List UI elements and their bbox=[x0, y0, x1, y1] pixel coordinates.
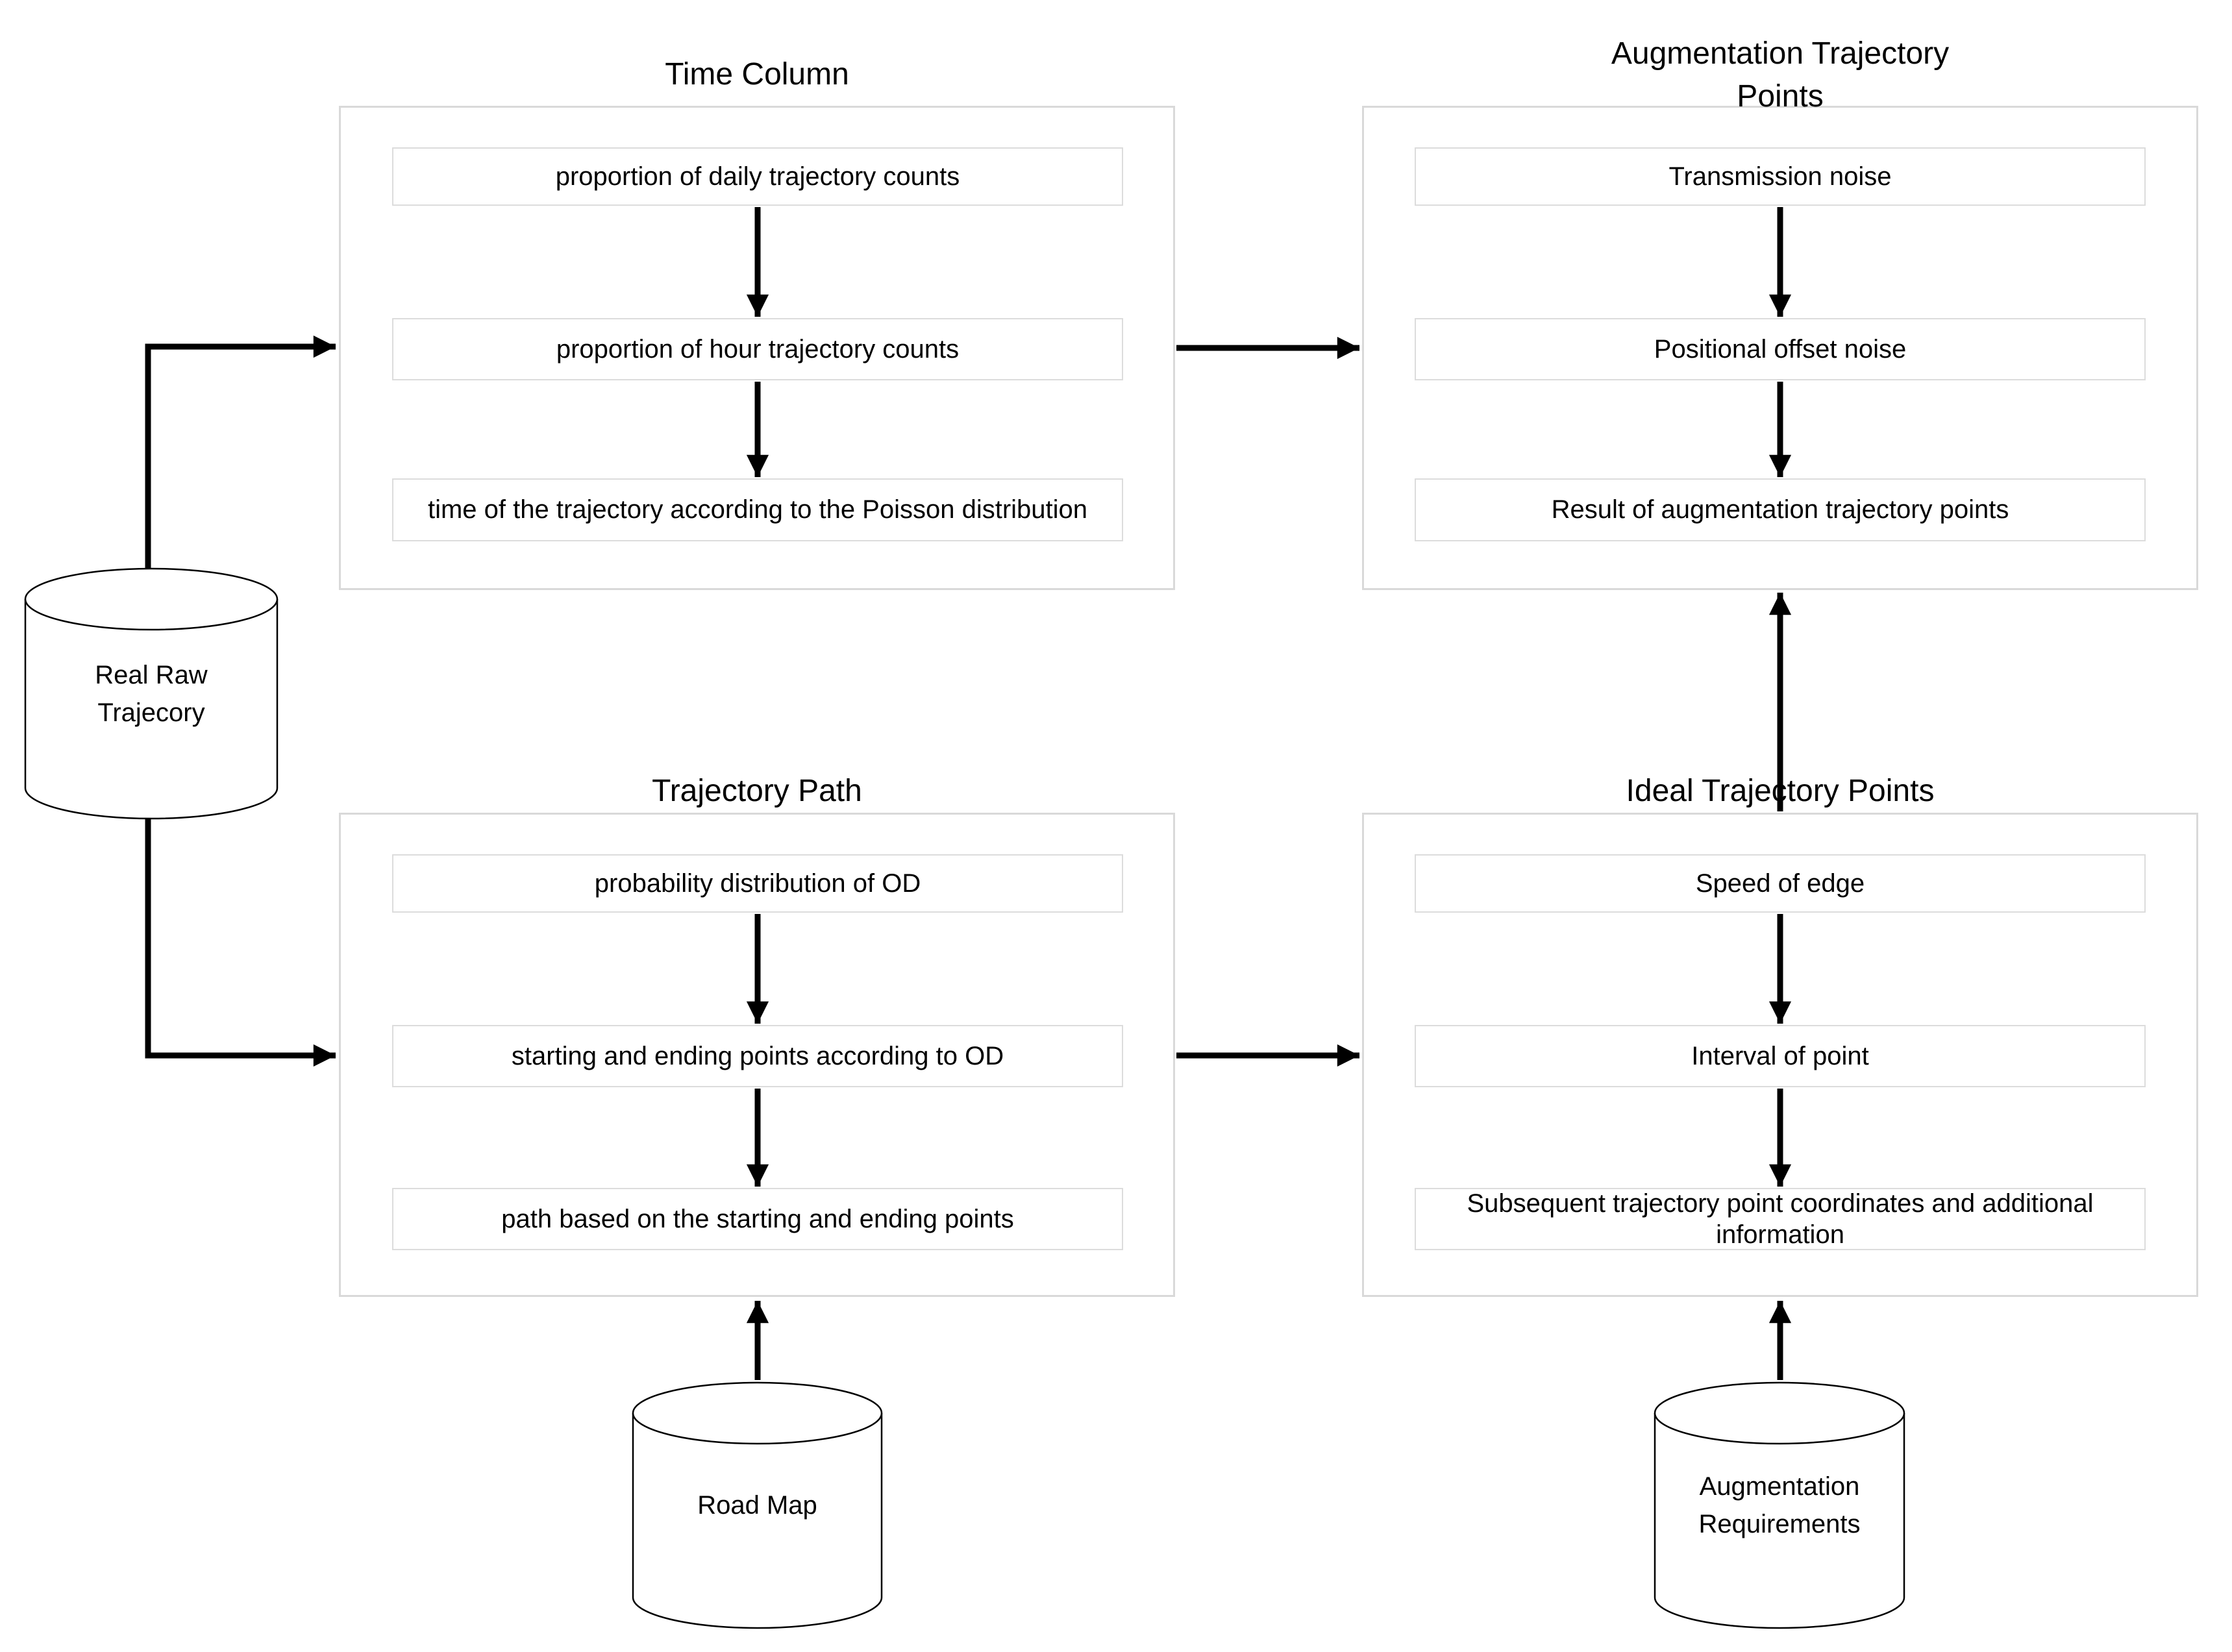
arrow-realraw-to-trajectory-path bbox=[145, 818, 336, 1067]
cyl-label-line: Augmentation bbox=[1699, 1472, 1860, 1501]
box-text: proportion of hour trajectory counts bbox=[556, 334, 960, 364]
box-path-based-on-points: path based on the starting and ending po… bbox=[392, 1188, 1123, 1250]
box-text: path based on the starting and ending po… bbox=[501, 1204, 1014, 1233]
title-trajectory-path: Trajectory Path bbox=[432, 770, 1082, 813]
box-proportion-daily-trajectory-counts: proportion of daily trajectory counts bbox=[392, 147, 1123, 206]
box-interval-of-point: Interval of point bbox=[1415, 1025, 2146, 1087]
cylinder-augmentation-requirements-label: Augmentation Requirements bbox=[1654, 1381, 1905, 1629]
box-text: Transmission noise bbox=[1668, 162, 1892, 191]
title-augmentation-trajectory-points: Augmentation Trajectory Points bbox=[1456, 32, 2105, 118]
box-time-of-trajectory-poisson: time of the trajectory according to the … bbox=[392, 478, 1123, 541]
cylinder-real-raw-trajectory-label: Real Raw Trajecory bbox=[24, 567, 279, 820]
arrow-realraw-to-time-column bbox=[145, 335, 336, 570]
cyl-label-line: Trajecory bbox=[97, 698, 205, 727]
box-positional-offset-noise: Positional offset noise bbox=[1415, 318, 2146, 380]
box-starting-ending-points-od: starting and ending points according to … bbox=[392, 1025, 1123, 1087]
title-ideal-trajectory-points: Ideal Trajectory Points bbox=[1456, 770, 2105, 813]
title-time-column-text: Time Column bbox=[665, 57, 849, 92]
cyl-label-line: Requirements bbox=[1698, 1510, 1861, 1538]
cylinder-real-raw-trajectory bbox=[24, 567, 279, 820]
box-text: Positional offset noise bbox=[1654, 334, 1907, 364]
title-time-column: Time Column bbox=[432, 53, 1082, 96]
box-speed-of-edge: Speed of edge bbox=[1415, 854, 2146, 913]
title-ideal-trajectory-points-text: Ideal Trajectory Points bbox=[1626, 774, 1935, 808]
box-probability-distribution-of-od: probability distribution of OD bbox=[392, 854, 1123, 913]
box-text: probability distribution of OD bbox=[594, 869, 921, 898]
box-transmission-noise: Transmission noise bbox=[1415, 147, 2146, 206]
title-augmentation-line1: Augmentation Trajectory bbox=[1611, 36, 1950, 71]
cylinder-augmentation-requirements bbox=[1654, 1381, 1905, 1629]
cyl-label-line: Road Map bbox=[697, 1491, 817, 1520]
box-text: Interval of point bbox=[1691, 1041, 1869, 1070]
cylinder-road-map bbox=[632, 1381, 883, 1629]
title-augmentation-line2: Points bbox=[1737, 79, 1824, 114]
box-subsequent-trajectory-point-coordinates: Subsequent trajectory point coordinates … bbox=[1415, 1188, 2146, 1250]
box-text: Result of augmentation trajectory points bbox=[1551, 495, 2009, 524]
box-proportion-hour-trajectory-counts: proportion of hour trajectory counts bbox=[392, 318, 1123, 380]
box-result-of-augmentation-trajectory-points: Result of augmentation trajectory points bbox=[1415, 478, 2146, 541]
box-text: Subsequent trajectory point coordinates … bbox=[1467, 1189, 2094, 1249]
box-text: starting and ending points according to … bbox=[511, 1041, 1004, 1070]
cylinder-road-map-label: Road Map bbox=[632, 1381, 883, 1629]
title-trajectory-path-text: Trajectory Path bbox=[652, 774, 862, 808]
box-text: Speed of edge bbox=[1695, 869, 1865, 898]
box-text: proportion of daily trajectory counts bbox=[555, 162, 960, 191]
cyl-label-line: Real Raw bbox=[95, 660, 208, 689]
box-text: time of the trajectory according to the … bbox=[427, 495, 1088, 524]
